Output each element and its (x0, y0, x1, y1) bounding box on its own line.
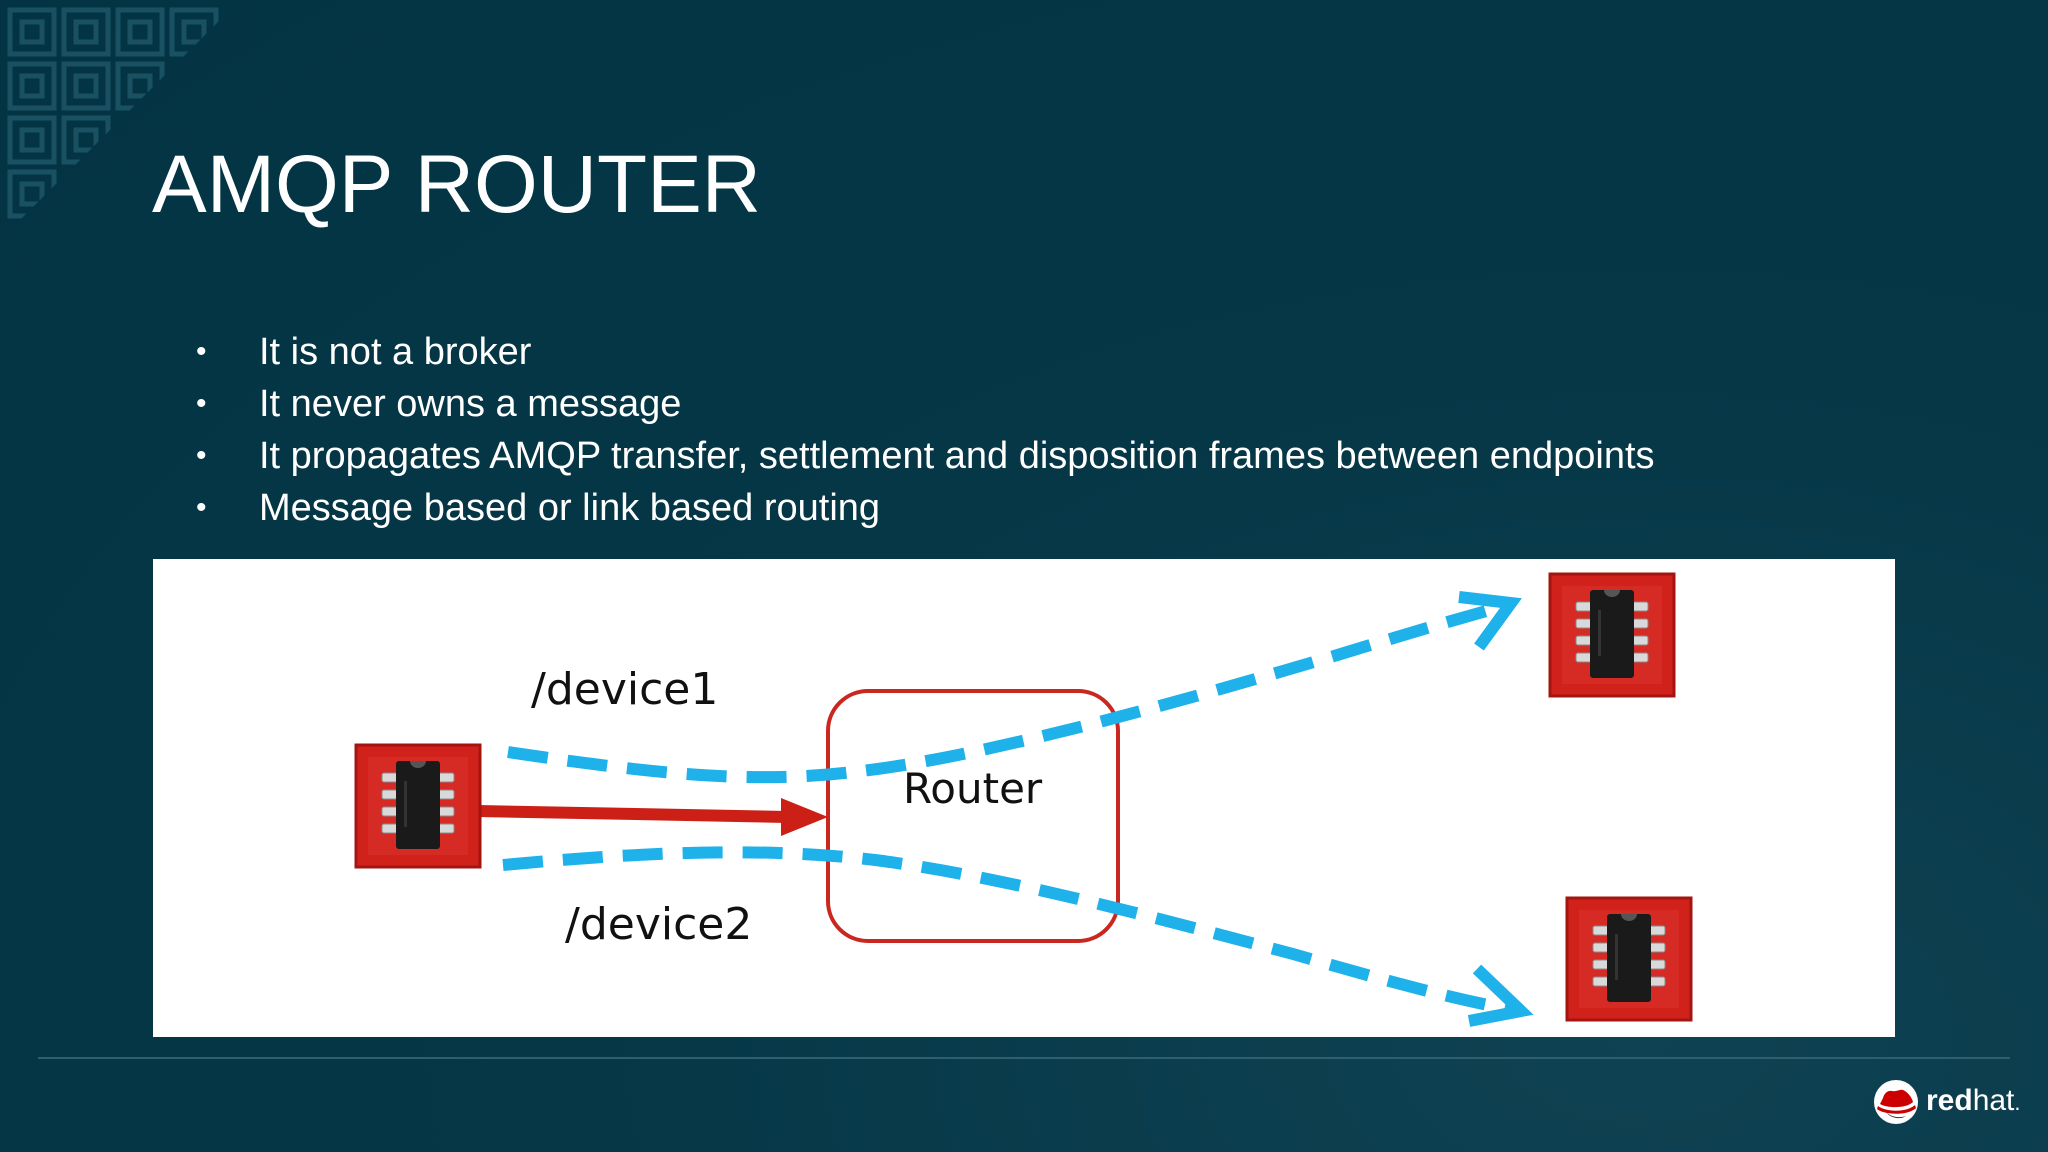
bullet-dot: • (196, 335, 207, 368)
redhat-shadowman-icon (1874, 1080, 1918, 1124)
bullet-item: • It never owns a message (190, 378, 1655, 430)
bullet-list: • It is not a broker • It never owns a m… (190, 326, 1655, 534)
footer-divider (38, 1057, 2010, 1059)
device2-label: /device2 (565, 899, 753, 950)
corner-pattern-decoration (7, 7, 219, 219)
bullet-dot: • (196, 387, 207, 420)
device2-arrowhead (1467, 964, 1534, 1027)
device2-link-path (502, 846, 1520, 1017)
slide-title: AMQP ROUTER (152, 139, 761, 230)
bullet-dot: • (196, 491, 207, 524)
routing-diagram-canvas (354, 572, 1693, 1027)
redhat-wordmark: redhat. (1926, 1084, 2021, 1118)
router-label: Router (903, 764, 1043, 813)
router-node (826, 689, 1120, 943)
bullet-item: • It propagates AMQP transfer, settlemen… (190, 430, 1655, 482)
redhat-wordmark-dot: . (2014, 1090, 2021, 1115)
bullet-item: • Message based or link based routing (190, 482, 1655, 534)
device1-link-path (507, 599, 1510, 784)
bullet-text: It is not a broker (259, 331, 532, 373)
chip-device-icon (1565, 896, 1693, 1022)
redhat-wordmark-bold: red (1926, 1084, 1973, 1117)
chip-device-icon (354, 743, 482, 869)
routing-diagram: Router /device1 /device2 (153, 559, 1895, 1037)
sender-to-router-arrowhead (781, 798, 828, 836)
bullet-text: It never owns a message (259, 383, 682, 425)
device1-label: /device1 (531, 664, 719, 715)
bullet-item: • It is not a broker (190, 326, 1655, 378)
bullet-text: Message based or link based routing (259, 487, 881, 529)
device1-arrowhead (1458, 591, 1522, 651)
redhat-wordmark-light: hat (1972, 1084, 2015, 1117)
bullet-dot: • (196, 439, 207, 472)
sender-to-router-arrow-shaft (477, 805, 789, 823)
chip-device-icon (1548, 572, 1676, 698)
redhat-logo: redhat. (1872, 1078, 2021, 1126)
bullet-text: It propagates AMQP transfer, settlement … (259, 435, 1655, 477)
